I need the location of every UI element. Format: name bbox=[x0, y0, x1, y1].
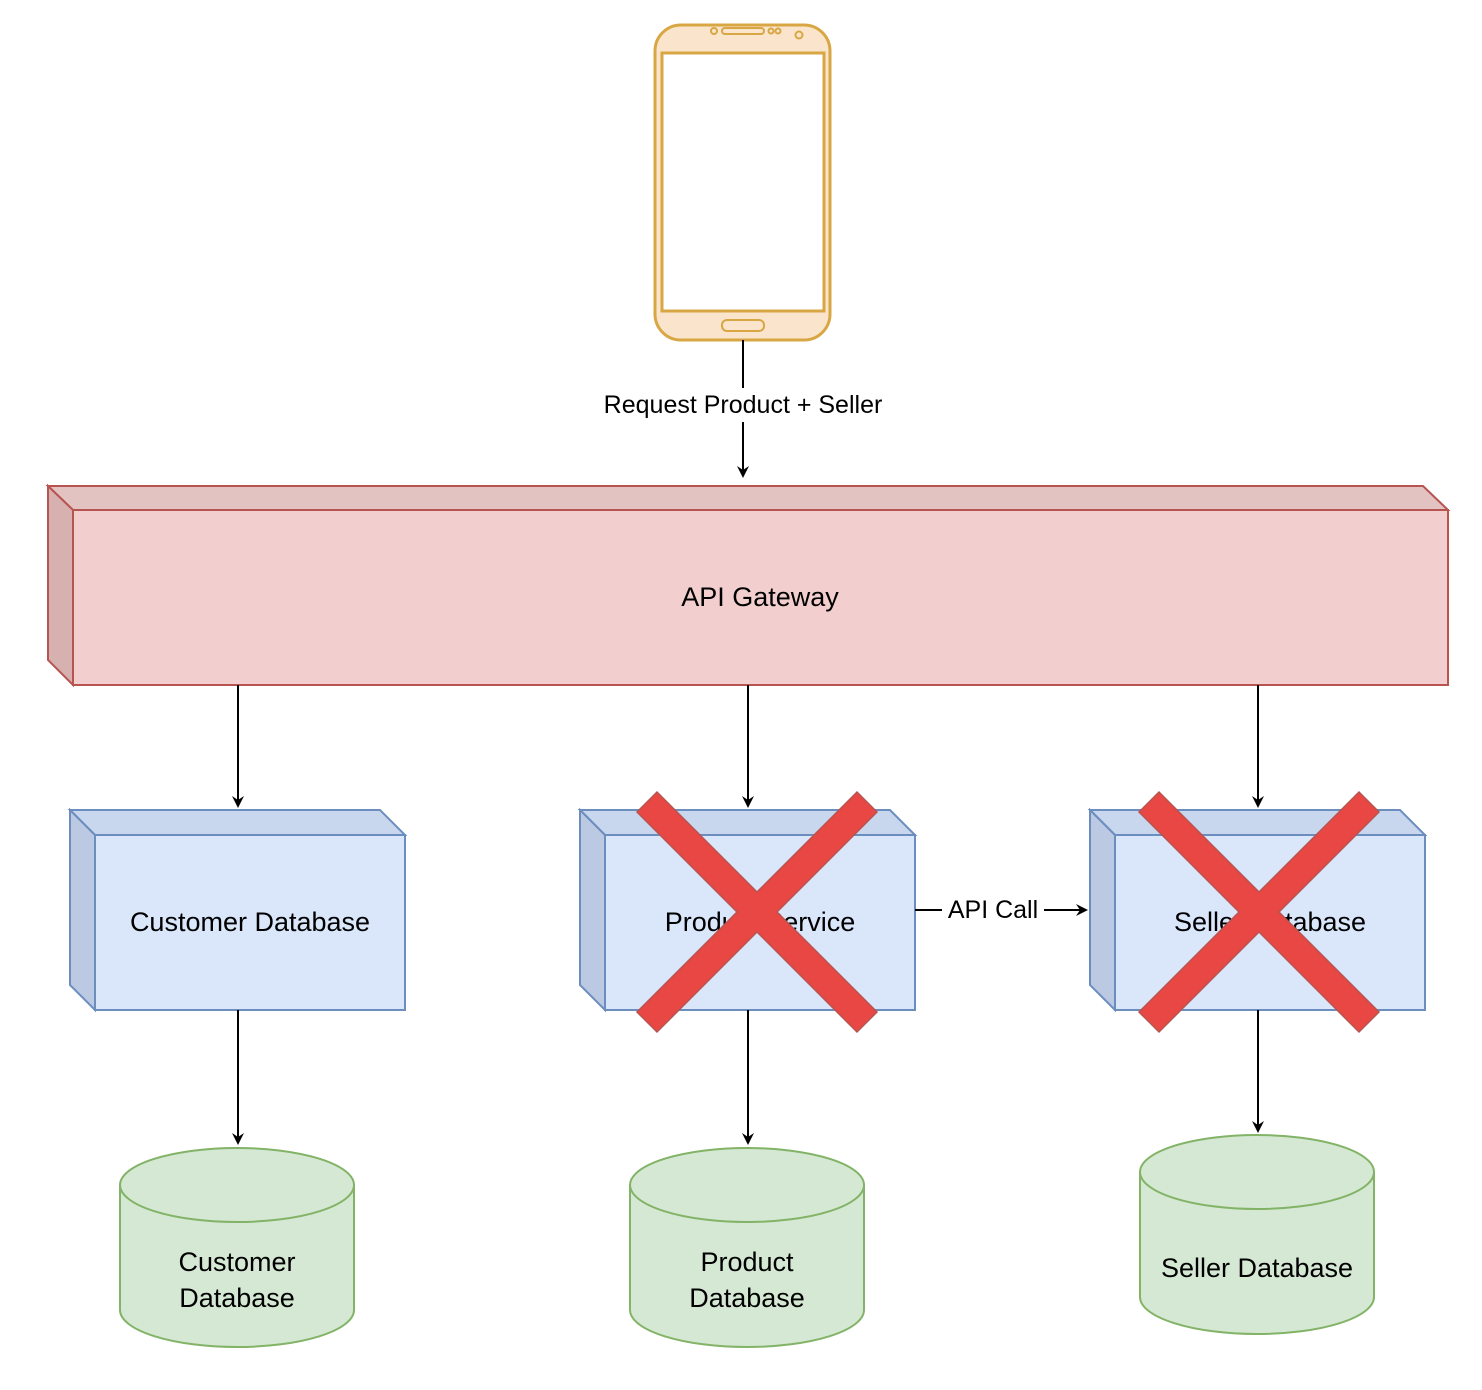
customer-database-label-line2: Database bbox=[179, 1283, 295, 1313]
seller-database-cylinder bbox=[1139, 1134, 1375, 1335]
failure-x-icon-product bbox=[635, 790, 879, 1034]
customer-service-box bbox=[67, 807, 408, 1013]
api-gateway-box bbox=[45, 483, 1451, 688]
failure-x-icon-seller bbox=[1137, 790, 1381, 1034]
customer-service-label: Customer Database bbox=[130, 907, 370, 937]
request-label: Request Product + Seller bbox=[604, 391, 883, 419]
api-gateway-label: API Gateway bbox=[681, 582, 839, 612]
customer-database-label-line1: Customer bbox=[178, 1247, 295, 1277]
customer-database-cylinder bbox=[119, 1147, 355, 1348]
seller-database-label: Seller Database bbox=[1161, 1253, 1353, 1283]
api-call-label: API Call bbox=[948, 896, 1038, 924]
product-database-cylinder bbox=[629, 1147, 865, 1348]
product-database-label-line2: Database bbox=[689, 1283, 805, 1313]
product-database-label-line1: Product bbox=[700, 1247, 794, 1277]
mobile-phone-icon bbox=[653, 23, 832, 342]
